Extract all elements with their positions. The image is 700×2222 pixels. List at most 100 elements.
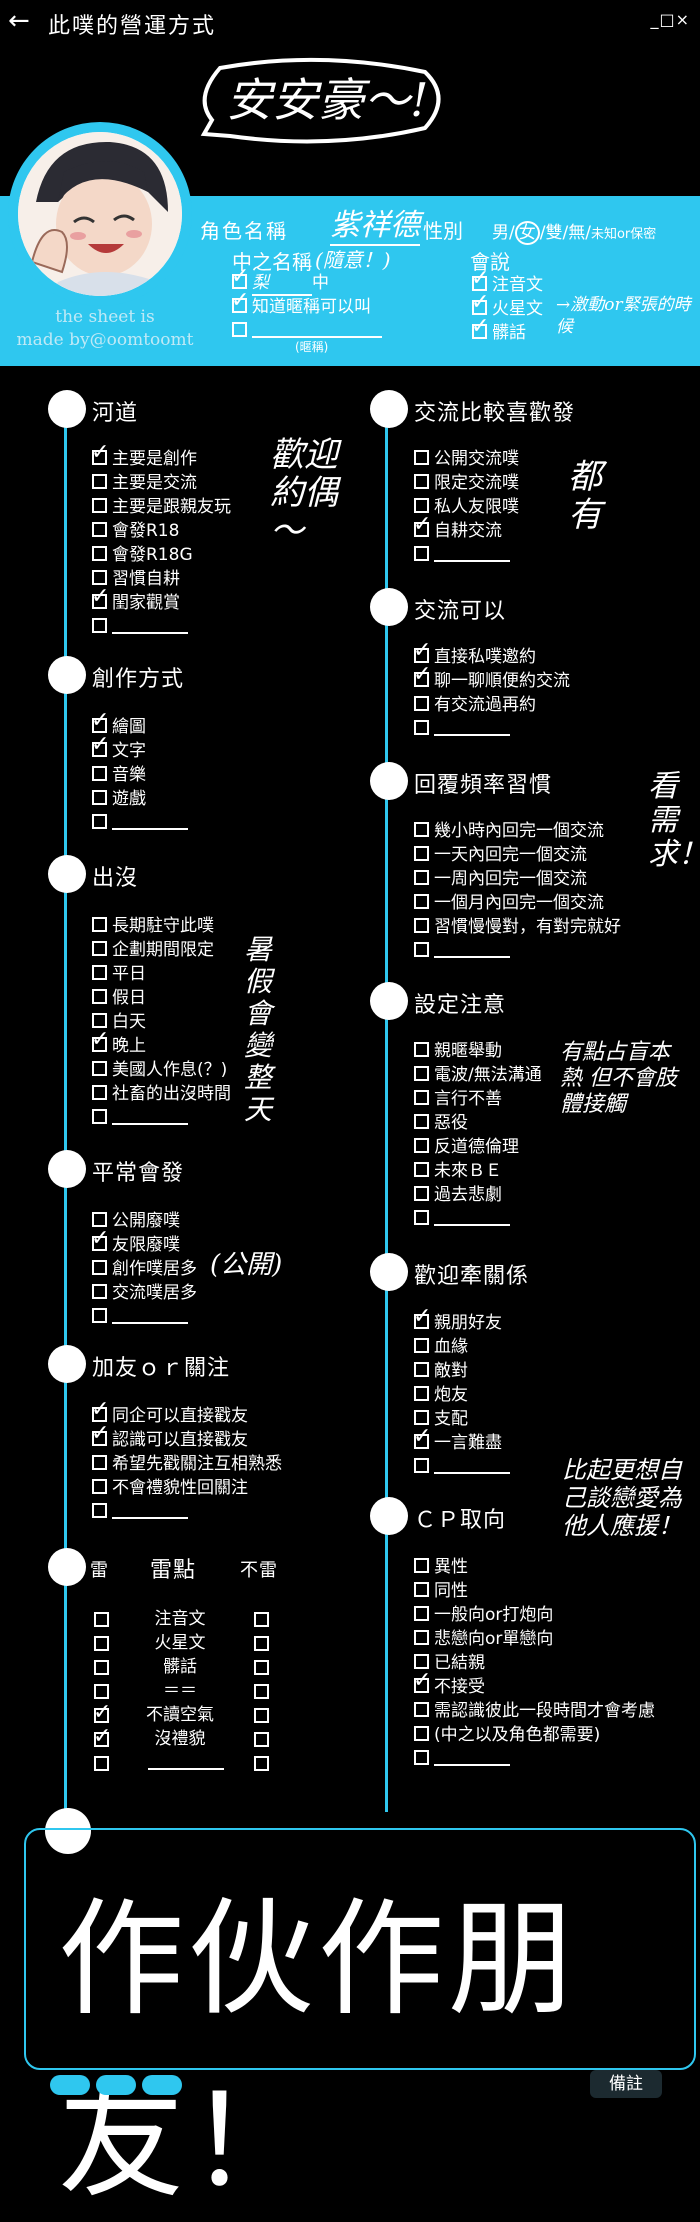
gender-option-both[interactable]: 雙 [545,223,563,243]
checkbox-left[interactable] [94,1756,109,1771]
list-item[interactable]: 平日 [92,963,146,985]
list-item[interactable]: 遊戲 [92,788,146,810]
checkbox[interactable] [92,570,107,585]
checkbox[interactable] [414,450,429,465]
list-item[interactable]: 悲戀向or單戀向 [414,1628,553,1650]
checkbox[interactable] [414,498,429,513]
list-item[interactable]: ✓認識可以直接戳友 [91,1423,248,1451]
blank-line[interactable] [112,1109,188,1125]
checkbox[interactable] [92,941,107,956]
list-item[interactable]: 白天 [92,1011,146,1033]
checkbox[interactable] [92,618,107,633]
blank-line[interactable] [148,1754,224,1770]
list-item[interactable]: ✓主要是創作 [91,442,197,470]
checkbox[interactable] [92,498,107,513]
list-item-blank[interactable] [414,1456,510,1478]
checkbox[interactable] [414,1558,429,1573]
list-item-blank[interactable] [414,1748,510,1770]
lang-option-1[interactable]: ✓注音文 [471,268,543,296]
list-item[interactable]: 未來ＢＥ [414,1160,502,1182]
list-item[interactable]: 需認識彼此一段時間才會考慮 [414,1700,655,1722]
blank-line[interactable] [252,322,382,338]
page-indicator-2[interactable] [96,2075,136,2095]
blank-line[interactable] [434,942,510,958]
checkbox[interactable] [92,1284,107,1299]
list-item-blank[interactable] [92,616,188,638]
name-value[interactable]: 紫祥德 [330,200,420,246]
checkbox[interactable] [414,696,429,711]
checkbox[interactable] [414,474,429,489]
checkbox[interactable] [414,846,429,861]
checkbox[interactable]: ✓ [413,514,431,537]
list-item[interactable]: 一般向or打炮向 [414,1604,553,1626]
list-item[interactable]: 長期駐守此噗 [92,915,214,937]
checkbox[interactable] [92,989,107,1004]
checkbox-right[interactable] [254,1612,269,1627]
checkbox[interactable] [414,894,429,909]
checkbox[interactable]: ✓ [91,1228,109,1251]
list-item-blank[interactable] [92,1501,188,1523]
checkbox[interactable] [92,1455,107,1470]
list-item[interactable]: 主要是跟親友玩 [92,496,231,518]
checkbox-right[interactable] [254,1732,269,1747]
checkbox[interactable]: ✓ [91,710,109,733]
checkbox[interactable] [92,1013,107,1028]
nick-option-2[interactable]: ✓知道暱稱可以叫 [231,290,371,318]
list-item[interactable]: 幾小時內回完一個交流 [414,820,604,842]
blank-line[interactable] [434,1750,510,1766]
list-item[interactable]: ✓晚上 [91,1029,146,1057]
checkbox[interactable] [92,766,107,781]
checkbox[interactable] [414,546,429,561]
list-item[interactable]: 創作噗居多 [92,1258,197,1280]
checkbox[interactable] [92,1212,107,1227]
list-item-blank[interactable] [414,1208,510,1230]
list-item[interactable]: ✓親朋好友 [413,1306,502,1334]
list-item[interactable]: 習慣自耕 [92,568,180,590]
list-item-blank[interactable] [92,812,188,834]
checkbox[interactable] [92,1479,107,1494]
list-item[interactable]: 習慣慢慢對，有對完就好 [414,916,621,938]
checkbox[interactable]: ✓ [413,640,431,663]
checkbox[interactable] [414,1582,429,1597]
checkbox-right[interactable] [254,1708,269,1723]
page-indicator-3[interactable] [142,2075,182,2095]
checkbox[interactable] [414,1386,429,1401]
checkbox[interactable]: ✓ [471,316,489,339]
checkbox-left[interactable]: ✓ [93,1724,111,1749]
checkbox[interactable]: ✓ [413,664,431,687]
checkbox-left[interactable] [94,1684,109,1699]
checkbox[interactable] [414,870,429,885]
list-item[interactable]: 社畜的出沒時間 [92,1083,231,1105]
blank-line[interactable] [112,618,188,634]
list-item[interactable]: 私人友限噗 [414,496,519,518]
checkbox[interactable] [92,917,107,932]
list-item-blank[interactable] [414,544,510,566]
checkbox[interactable] [92,1109,107,1124]
gender-option-male[interactable]: 男 [492,223,509,243]
list-item[interactable]: ✓自耕交流 [413,514,502,542]
list-item[interactable]: 支配 [414,1408,468,1430]
list-item[interactable]: 不會禮貌性回關注 [92,1477,248,1499]
checkbox[interactable] [92,1308,107,1323]
list-item[interactable]: 有交流過再約 [414,694,536,716]
list-item[interactable]: 炮友 [414,1384,468,1406]
checkbox[interactable]: ✓ [91,1399,109,1422]
list-item[interactable]: 交流噗居多 [92,1282,197,1304]
list-item[interactable]: 一天內回完一個交流 [414,844,587,866]
checkbox-left[interactable] [94,1636,109,1651]
checkbox[interactable] [414,1750,429,1765]
blank-line[interactable] [434,1210,510,1226]
checkbox[interactable]: ✓ [413,1670,431,1693]
checkbox[interactable] [414,720,429,735]
checkbox[interactable] [414,942,429,957]
list-item[interactable]: 惡役 [414,1112,468,1134]
checkbox[interactable] [92,814,107,829]
list-item[interactable]: 希望先戳關注互相熟悉 [92,1453,282,1475]
checkbox[interactable]: ✓ [91,734,109,757]
gender-option-none[interactable]: 無 [568,223,586,243]
checkbox-left[interactable]: ✓ [93,1700,111,1725]
blank-line[interactable] [112,1308,188,1324]
list-item[interactable]: ✓聊一聊順便約交流 [413,664,570,692]
list-item[interactable]: ✓閨家觀賞 [91,586,180,614]
checkbox[interactable] [414,1138,429,1153]
